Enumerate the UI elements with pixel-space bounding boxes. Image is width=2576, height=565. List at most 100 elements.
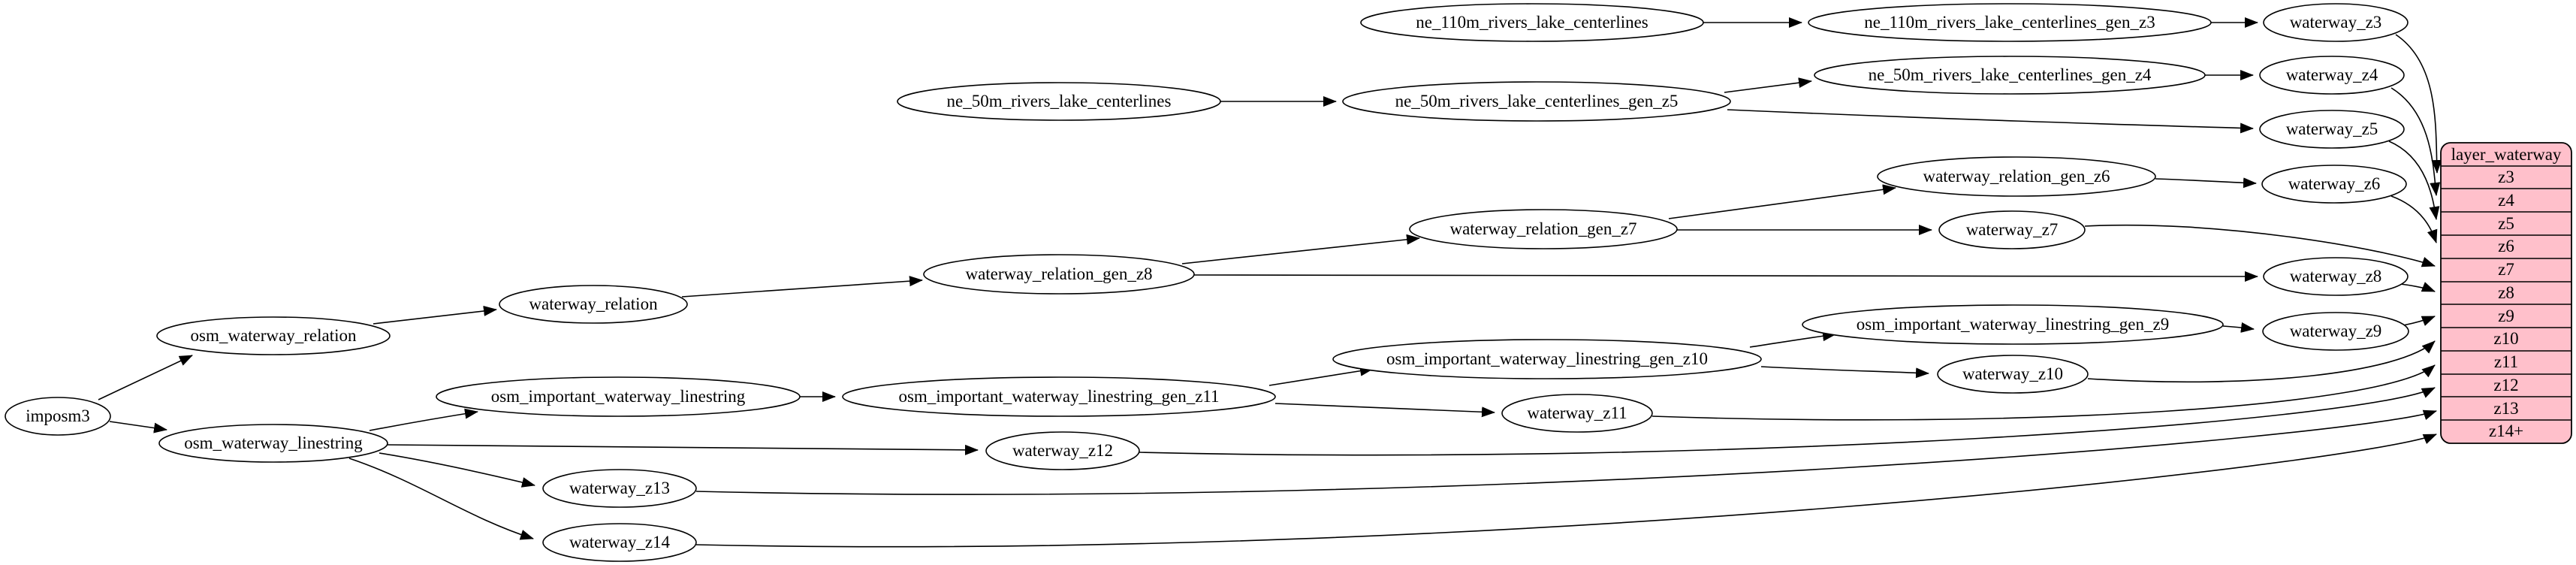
node-waterway_relation: waterway_relation	[499, 285, 688, 324]
node-waterway_z5-label: waterway_z5	[2286, 119, 2378, 138]
table-row-z10: z10	[2493, 329, 2518, 348]
node-ne_110m_rivers_lake_centerlines-label: ne_110m_rivers_lake_centerlines	[1416, 13, 1648, 32]
node-waterway_z3-label: waterway_z3	[2290, 13, 2382, 32]
edge-waterway_relation_gen_z7-waterway_relation_gen_z6	[1668, 184, 1896, 219]
node-waterway_z4-label: waterway_z4	[2286, 65, 2378, 84]
node-waterway_z11-label: waterway_z11	[1527, 403, 1627, 422]
node-osm_important_waterway_linestring_gen_z10-label: osm_important_waterway_linestring_gen_z1…	[1386, 349, 1708, 368]
edge-gen_z10-waterway_z10	[1760, 366, 1929, 379]
table-row-z5: z5	[2498, 214, 2514, 233]
node-ne_50m_rivers_lake_centerlines_gen_z5-label: ne_50m_rivers_lake_centerlines_gen_z5	[1395, 92, 1679, 110]
node-waterway_z9: waterway_z9	[2262, 312, 2409, 351]
edge-imposm3-osm_waterway_relation	[98, 355, 193, 400]
edge-waterway_z5-row-z5	[2388, 140, 2440, 220]
node-waterway_relation_gen_z8: waterway_relation_gen_z8	[923, 254, 1195, 295]
node-osm_waterway_linestring-label: osm_waterway_linestring	[184, 434, 363, 452]
node-waterway_z14-label: waterway_z14	[569, 533, 671, 551]
edge-waterway_z11-row-z11	[1651, 364, 2436, 421]
edge-osm_waterway_linestring-waterway_z14	[348, 458, 534, 540]
edge-waterway_z13-row-z13	[695, 409, 2437, 495]
edge-gen_z9-waterway_z9	[2222, 322, 2255, 333]
edge-waterway_relation_gen_z8-waterway_relation_gen_z7	[1181, 234, 1420, 264]
table-title: layer_waterway	[2451, 145, 2562, 164]
edge-gen_z10-gen_z9	[1749, 331, 1836, 348]
table-row-z14: z14+	[2489, 421, 2523, 440]
node-waterway_z13: waterway_z13	[542, 469, 697, 508]
edge-osm_waterway_relation-waterway_relation	[373, 306, 497, 325]
node-ne_110m_rivers_lake_centerlines_gen_z3-label: ne_110m_rivers_lake_centerlines_gen_z3	[1864, 13, 2155, 32]
table-row-z8: z8	[2498, 283, 2514, 302]
node-waterway_z8-label: waterway_z8	[2290, 267, 2382, 286]
table-row-z9: z9	[2498, 307, 2514, 325]
table-row-z11: z11	[2494, 352, 2518, 371]
node-waterway_z3: waterway_z3	[2263, 3, 2409, 42]
table-row-z13: z13	[2493, 399, 2518, 418]
node-osm_important_waterway_linestring-label: osm_important_waterway_linestring	[491, 387, 746, 406]
edge-waterway_z3-row-z3	[2395, 34, 2442, 174]
edge-gen_z11-gen_z10	[1268, 365, 1374, 386]
edge-osm_waterway_linestring-waterway_z13	[379, 452, 535, 488]
edge-waterway_z9-row-z9	[2403, 316, 2436, 326]
table-outline	[2440, 142, 2572, 444]
node-ne_50m_rivers_lake_centerlines_gen_z4: ne_50m_rivers_lake_centerlines_gen_z4	[1814, 56, 2206, 95]
edge-gen_z11-waterway_z11	[1274, 403, 1495, 418]
edge-waterway_relation-waterway_relation_gen_z8	[681, 276, 923, 298]
node-osm_important_waterway_linestring_gen_z9-label: osm_important_waterway_linestring_gen_z9	[1857, 315, 2169, 334]
node-ne_50m_rivers_lake_centerlines_gen_z5: ne_50m_rivers_lake_centerlines_gen_z5	[1342, 81, 1731, 122]
edge-osm_waterway_linestring-osm_important_waterway_linestring	[369, 408, 478, 431]
node-waterway_z13-label: waterway_z13	[569, 479, 670, 497]
edge-waterway_z10-row-z10	[2087, 340, 2436, 383]
node-ne_110m_rivers_lake_centerlines: ne_110m_rivers_lake_centerlines	[1360, 3, 1704, 42]
node-osm_waterway_relation-label: osm_waterway_relation	[191, 326, 357, 345]
table-row-z3: z3	[2498, 168, 2514, 186]
node-waterway_z7: waterway_z7	[1938, 210, 2086, 249]
table-layer-waterway: layer_waterway z3 z4 z5 z6 z7 z8 z9 z10 …	[2440, 142, 2572, 444]
node-waterway_relation_gen_z7-label: waterway_relation_gen_z7	[1449, 219, 1636, 238]
node-waterway_z6-label: waterway_z6	[2288, 174, 2381, 193]
edges-layer	[98, 17, 2442, 548]
edge-waterway_z4-row-z4	[2390, 87, 2441, 196]
node-waterway_z10-label: waterway_z10	[1962, 364, 2063, 383]
node-waterway_z8: waterway_z8	[2263, 257, 2409, 296]
node-ne_110m_rivers_lake_centerlines_gen_z3: ne_110m_rivers_lake_centerlines_gen_z3	[1808, 3, 2212, 42]
node-imposm3: imposm3	[5, 397, 111, 436]
node-waterway_z9-label: waterway_z9	[2290, 322, 2382, 340]
node-ne_50m_rivers_lake_centerlines: ne_50m_rivers_lake_centerlines	[897, 82, 1221, 121]
node-osm_important_waterway_linestring_gen_z11-label: osm_important_waterway_linestring_gen_z1…	[898, 387, 1219, 406]
table-row-z4: z4	[2498, 191, 2514, 210]
edge-imposm3-osm_waterway_linestring	[109, 421, 167, 434]
node-waterway_z6: waterway_z6	[2261, 165, 2407, 204]
node-waterway_z12: waterway_z12	[985, 431, 1140, 470]
node-ne_50m_rivers_lake_centerlines_gen_z4-label: ne_50m_rivers_lake_centerlines_gen_z4	[1869, 65, 2152, 84]
node-imposm3-label: imposm3	[26, 406, 90, 425]
node-waterway_z10: waterway_z10	[1937, 355, 2089, 394]
node-waterway_z12-label: waterway_z12	[1012, 441, 1113, 460]
node-osm_important_waterway_linestring_gen_z9: osm_important_waterway_linestring_gen_z9	[1802, 304, 2224, 345]
node-waterway_z7-label: waterway_z7	[1966, 220, 2059, 239]
edge-waterway_relation_gen_z8-waterway_z8	[1193, 270, 2258, 282]
node-osm_important_waterway_linestring: osm_important_waterway_linestring	[436, 376, 801, 417]
node-osm_waterway_relation: osm_waterway_relation	[156, 316, 391, 355]
node-waterway_z4: waterway_z4	[2259, 56, 2405, 95]
edge-waterway_z12-row-z12	[1139, 387, 2436, 456]
edge-ne_50m_gen_z5-waterway_z5	[1727, 109, 2254, 134]
node-ne_50m_rivers_lake_centerlines-label: ne_50m_rivers_lake_centerlines	[947, 92, 1172, 110]
node-osm_important_waterway_linestring_gen_z11: osm_important_waterway_linestring_gen_z1…	[842, 376, 1276, 417]
node-waterway_relation-label: waterway_relation	[529, 295, 658, 313]
edge-waterway_z8-row-z8	[2400, 282, 2436, 292]
node-waterway_relation_gen_z6: waterway_relation_gen_z6	[1877, 156, 2156, 197]
table-row-z12: z12	[2493, 376, 2518, 394]
node-waterway_z14: waterway_z14	[542, 523, 697, 562]
table-row-z6: z6	[2498, 237, 2514, 255]
edge-waterway_z14-row-z14	[695, 434, 2437, 548]
node-osm_important_waterway_linestring_gen_z10: osm_important_waterway_linestring_gen_z1…	[1332, 339, 1762, 379]
edge-osm_waterway_linestring-waterway_z12	[387, 444, 979, 455]
node-osm_waterway_linestring: osm_waterway_linestring	[158, 424, 388, 463]
edge-waterway_z7-row-z7	[2084, 224, 2436, 267]
node-waterway_z11: waterway_z11	[1501, 394, 1653, 433]
edge-ne_50m_gen_z5-ne_50m_gen_z4	[1724, 77, 1812, 93]
node-waterway_relation_gen_z6-label: waterway_relation_gen_z6	[1923, 167, 2110, 186]
node-waterway_relation_gen_z8-label: waterway_relation_gen_z8	[965, 264, 1152, 283]
edge-waterway_z6-row-z6	[2390, 195, 2438, 243]
